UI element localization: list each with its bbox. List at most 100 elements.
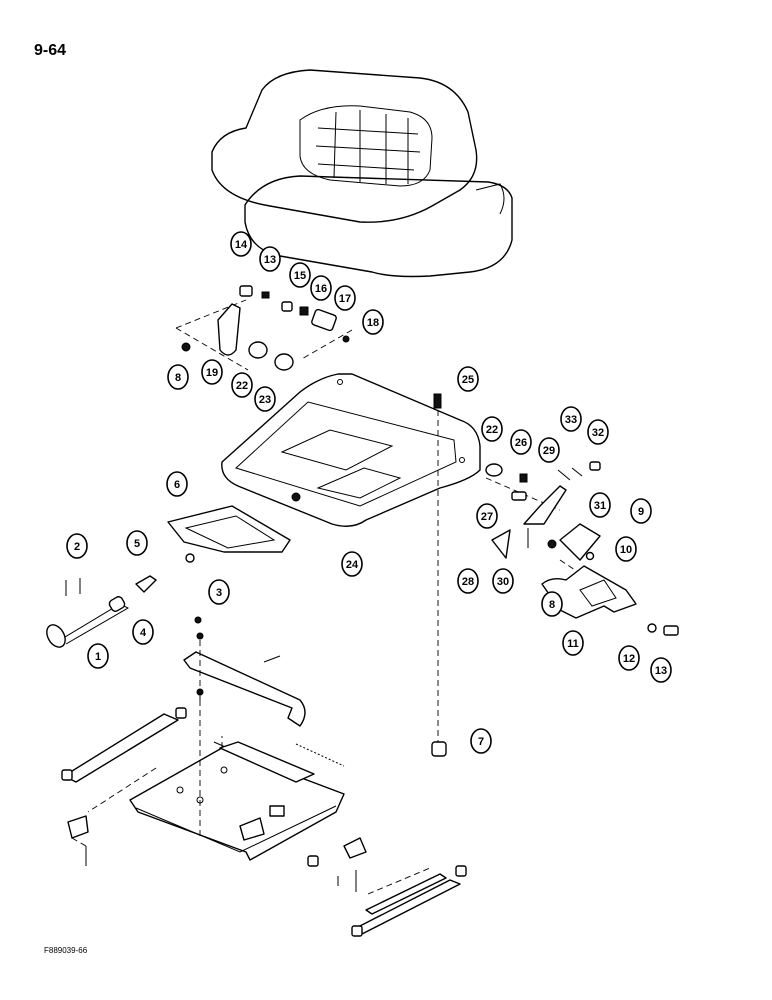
callout-number: 32 <box>592 427 604 439</box>
callout-16: 16 <box>310 275 332 301</box>
callout-12: 12 <box>618 645 640 671</box>
upper-hardware <box>181 285 442 409</box>
callout-circle <box>254 386 276 412</box>
callout-circle <box>310 275 332 301</box>
callout-circle <box>541 591 563 617</box>
callout-circle <box>166 471 188 497</box>
callout-circle <box>470 728 492 754</box>
callout-33: 33 <box>560 406 582 432</box>
callout-15: 15 <box>289 262 311 288</box>
callout-circle <box>650 657 672 683</box>
callout-circle <box>562 630 584 656</box>
callout-23: 23 <box>254 386 276 412</box>
callout-circle <box>618 645 640 671</box>
callout-10: 10 <box>615 536 637 562</box>
callout-circle <box>66 533 88 559</box>
callout-circle <box>362 309 384 335</box>
callout-number: 23 <box>259 394 271 406</box>
callout-circle <box>560 406 582 432</box>
callout-circle <box>126 530 148 556</box>
callout-number: 19 <box>206 367 218 379</box>
callout-number: 7 <box>478 736 484 748</box>
left-hardware <box>46 505 291 648</box>
lower-frame <box>61 640 467 937</box>
callout-32: 32 <box>587 419 609 445</box>
callout-circle <box>457 568 479 594</box>
callout-number: 17 <box>339 293 351 305</box>
callout-6: 6 <box>166 471 188 497</box>
callout-number: 15 <box>294 270 306 282</box>
callout-number: 3 <box>216 587 222 599</box>
seat-pan <box>221 373 481 527</box>
callout-number: 18 <box>367 317 379 329</box>
callout-circle <box>87 643 109 669</box>
callout-number: 26 <box>515 437 527 449</box>
callout-circle <box>259 246 281 272</box>
callout-number: 10 <box>620 544 632 556</box>
callout-number: 24 <box>346 559 359 571</box>
callout-circle <box>538 437 560 463</box>
callout-number: 4 <box>140 627 147 639</box>
callout-circle <box>492 568 514 594</box>
callout-circle <box>289 262 311 288</box>
seat-cushion <box>211 69 513 278</box>
figure-code: F889039-66 <box>44 946 88 955</box>
callout-number: 11 <box>567 638 579 650</box>
callout-27: 27 <box>476 503 498 529</box>
callout-number: 9 <box>638 506 644 518</box>
callout-number: 22 <box>236 380 248 392</box>
callout-2: 2 <box>66 533 88 559</box>
callout-24: 24 <box>341 551 363 577</box>
callout-1: 1 <box>87 643 109 669</box>
callout-number: 22 <box>486 424 498 436</box>
callout-9: 9 <box>630 498 652 524</box>
callout-number: 13 <box>655 665 667 677</box>
callout-number: 16 <box>315 283 327 295</box>
callout-number: 25 <box>462 374 474 386</box>
callout-17: 17 <box>334 285 356 311</box>
callout-number: 5 <box>134 538 140 550</box>
callout-13: 13 <box>650 657 672 683</box>
callout-circle <box>589 492 611 518</box>
callout-number: 28 <box>462 576 474 588</box>
callout-number: 29 <box>543 445 555 457</box>
callout-number: 13 <box>264 254 276 266</box>
callout-number: 8 <box>549 599 555 611</box>
callout-circle <box>587 419 609 445</box>
callout-circle <box>132 619 154 645</box>
callout-circle <box>230 231 252 257</box>
callout-circle <box>208 579 230 605</box>
callout-circle <box>476 503 498 529</box>
callout-circle <box>481 416 503 442</box>
callout-28: 28 <box>457 568 479 594</box>
callout-circle <box>615 536 637 562</box>
callout-number: 6 <box>174 479 180 491</box>
callout-8: 8 <box>541 591 563 617</box>
callout-14: 14 <box>230 231 252 257</box>
callout-13: 13 <box>259 246 281 272</box>
callout-number: 8 <box>175 372 181 384</box>
callout-number: 27 <box>481 511 493 523</box>
callout-circle <box>510 429 532 455</box>
callout-18: 18 <box>362 309 384 335</box>
callout-number: 1 <box>95 651 101 663</box>
callout-31: 31 <box>589 492 611 518</box>
callout-circle <box>457 366 479 392</box>
callout-22: 22 <box>481 416 503 442</box>
callout-7: 7 <box>470 728 492 754</box>
callout-4: 4 <box>132 619 154 645</box>
callout-number: 31 <box>594 500 606 512</box>
callout-30: 30 <box>492 568 514 594</box>
callout-19: 19 <box>201 359 223 385</box>
callout-circle <box>201 359 223 385</box>
callout-29: 29 <box>538 437 560 463</box>
callout-number: 30 <box>497 576 509 588</box>
callout-number: 14 <box>235 239 248 251</box>
callout-22: 22 <box>231 372 253 398</box>
callout-circle <box>231 372 253 398</box>
right-hardware <box>485 461 679 636</box>
callout-number: 12 <box>623 653 635 665</box>
callout-5: 5 <box>126 530 148 556</box>
